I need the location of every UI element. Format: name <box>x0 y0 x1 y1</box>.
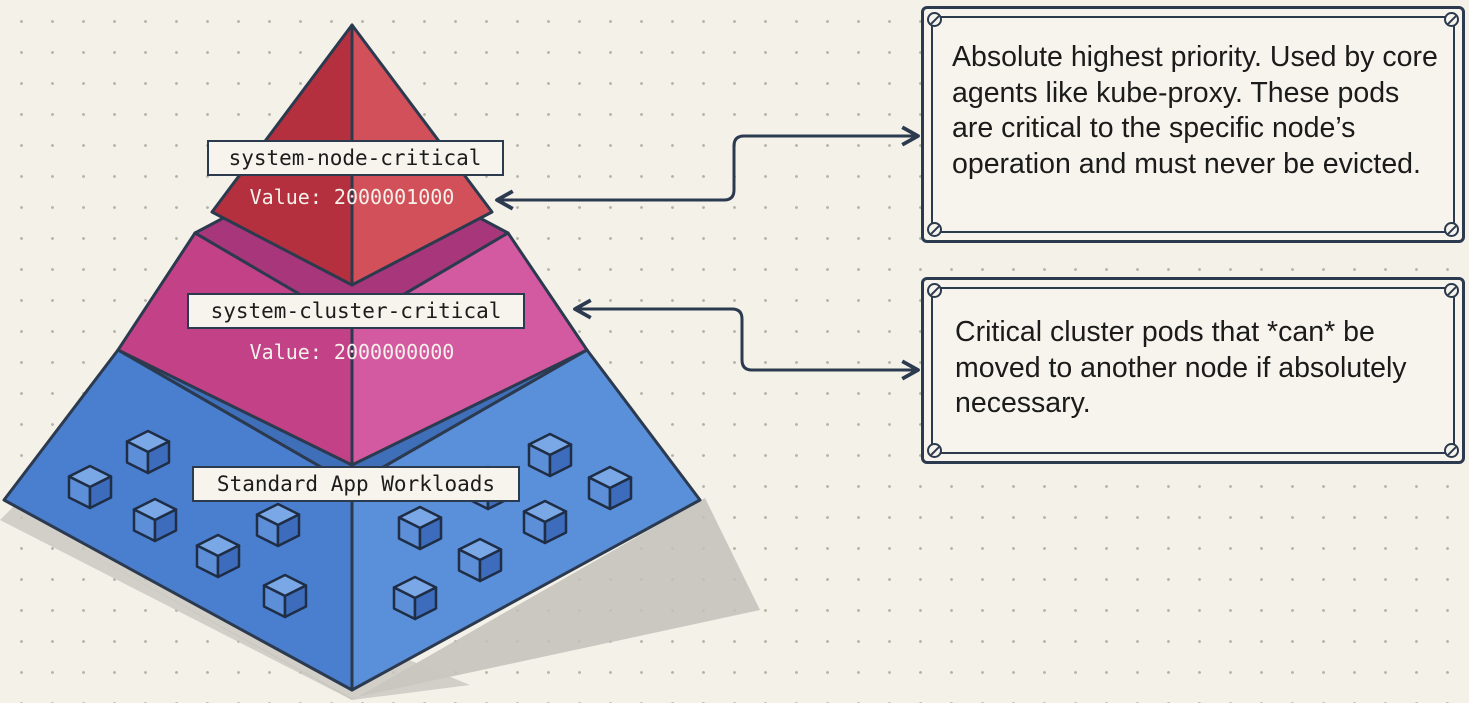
callout-node-critical: Absolute highest priority. Used by core … <box>921 6 1465 243</box>
tier-value-cluster-critical: Value: 2000000000 <box>250 340 455 364</box>
screw-icon <box>1444 443 1459 458</box>
pod-cube-icon <box>67 464 113 510</box>
screw-icon <box>927 12 942 27</box>
pod-cube-icon <box>457 537 503 583</box>
pod-cube-icon <box>195 533 241 579</box>
screw-icon <box>1444 222 1459 237</box>
screw-icon <box>1444 12 1459 27</box>
pod-cube-icon <box>125 429 171 475</box>
tier-name-node-critical: system-node-critical <box>229 146 482 170</box>
pod-cube-icon <box>392 575 438 621</box>
pod-cube-icon <box>397 505 443 551</box>
screw-icon <box>927 283 942 298</box>
screw-icon <box>927 443 942 458</box>
tier-name-workloads: Standard App Workloads <box>217 472 495 496</box>
tier-name-cluster-critical: system-cluster-critical <box>211 299 502 323</box>
pod-cube-icon <box>587 465 633 511</box>
arrow-icon <box>573 298 920 381</box>
callout-cluster-critical: Critical cluster pods that *can* be move… <box>921 277 1465 464</box>
screw-icon <box>1444 283 1459 298</box>
tier-value-node-critical: Value: 2000001000 <box>250 185 455 209</box>
pod-cube-icon <box>527 432 573 478</box>
arrow-icon <box>495 125 920 211</box>
pod-cubes <box>67 429 633 621</box>
pod-cube-icon <box>262 573 308 619</box>
pyramid-shadow <box>10 498 760 700</box>
tier-label-node-critical: system-node-critical <box>207 140 504 176</box>
pod-cube-icon <box>255 502 301 548</box>
callout-node-critical-text: Absolute highest priority. Used by core … <box>952 41 1438 180</box>
tier-label-cluster-critical: system-cluster-critical <box>187 293 525 329</box>
pod-cube-icon <box>132 497 178 543</box>
pod-cube-icon <box>522 499 568 545</box>
screw-icon <box>927 222 942 237</box>
tier-label-workloads: Standard App Workloads <box>192 466 520 502</box>
callout-cluster-critical-text: Critical cluster pods that *can* be move… <box>955 316 1407 419</box>
